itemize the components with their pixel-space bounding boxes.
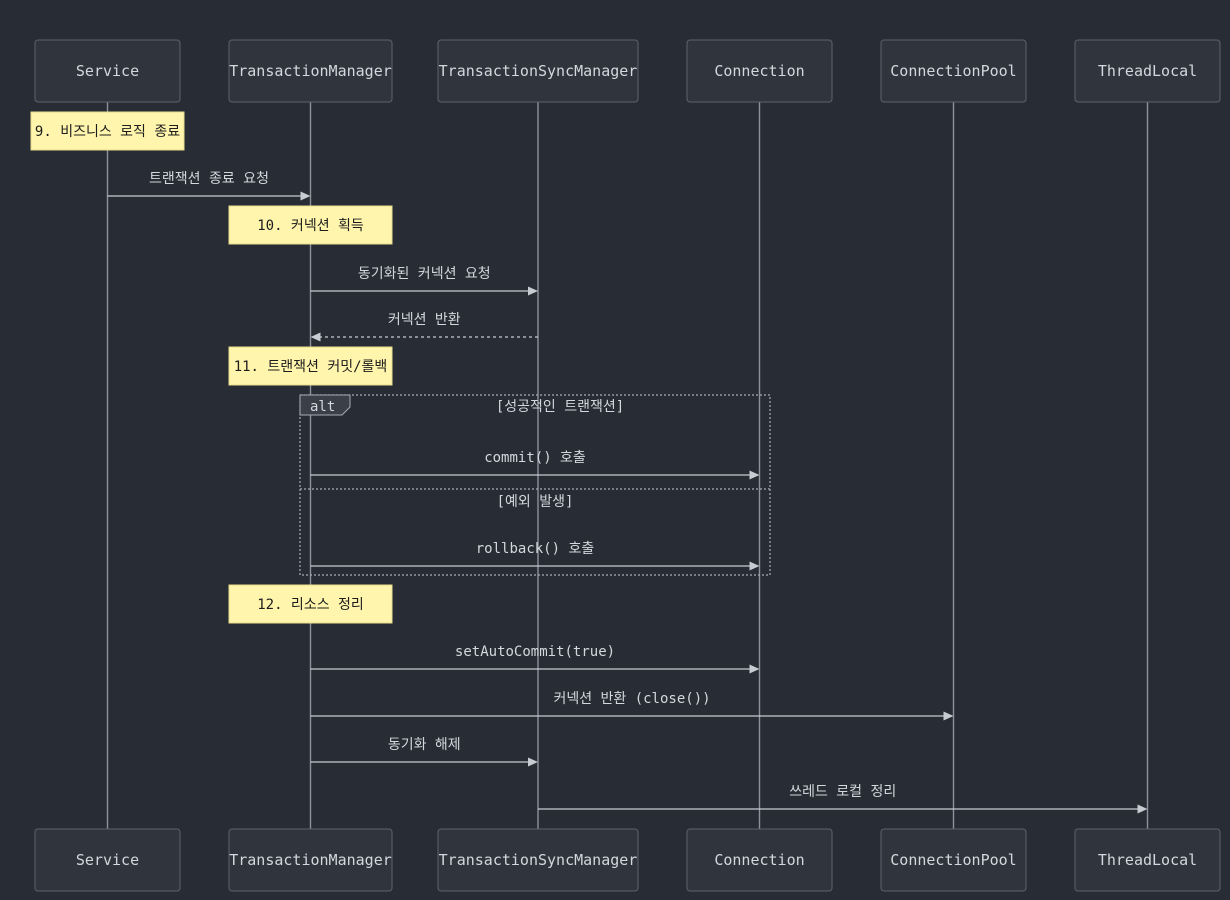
participant-box — [880, 828, 1027, 892]
participant-label: TransactionManager — [229, 62, 392, 80]
message-label: 커넥션 반환 (close()) — [553, 691, 710, 707]
participant-pool-top: ConnectionPool — [880, 39, 1027, 103]
participant-service-top: Service — [34, 39, 181, 103]
note-label: 12. 리소스 정리 — [257, 597, 364, 613]
arrowhead — [528, 286, 538, 296]
participant-label: TransactionManager — [229, 851, 392, 869]
alt-frame-tag — [299, 394, 351, 416]
message-label: 동기화된 커넥션 요청 — [358, 266, 491, 282]
participant-pool-bottom: ConnectionPool — [880, 828, 1027, 892]
message-9: 쓰레드 로컬 정리 — [538, 784, 1148, 814]
message-label: 트랜잭션 종료 요청 — [149, 171, 269, 187]
participant-label: ConnectionPool — [890, 851, 1016, 869]
participant-txmgr-bottom: TransactionManager — [228, 828, 393, 892]
message-label: rollback() 호출 — [476, 541, 595, 557]
alt-frame-tag-label: alt — [310, 399, 335, 415]
participant-box — [34, 828, 181, 892]
participant-box — [228, 828, 393, 892]
participant-box — [1074, 39, 1221, 103]
participant-label: Service — [76, 851, 139, 869]
participant-conn-bottom: Connection — [686, 828, 833, 892]
arrowhead — [1137, 804, 1148, 814]
arrowhead — [310, 332, 321, 342]
participant-label: Connection — [714, 851, 804, 869]
participant-box — [437, 39, 639, 103]
alt-frame-border — [299, 394, 771, 576]
participant-label: ThreadLocal — [1098, 62, 1197, 80]
participant-tl-top: ThreadLocal — [1074, 39, 1221, 103]
message-2: 동기화된 커넥션 요청 — [310, 266, 538, 296]
participant-label: ThreadLocal — [1098, 851, 1197, 869]
participant-txmgr-top: TransactionManager — [228, 39, 393, 103]
note-3: 11. 트랜잭션 커밋/롤백 — [228, 346, 393, 386]
participant-box — [34, 39, 181, 103]
participant-box — [686, 39, 833, 103]
arrowhead — [943, 711, 954, 721]
message-label: 커넥션 반환 — [388, 312, 461, 328]
note-label: 9. 비즈니스 로직 종료 — [35, 124, 180, 140]
participant-tl-bottom: ThreadLocal — [1074, 828, 1221, 892]
note-label: 10. 커넥션 획득 — [257, 218, 364, 234]
message-4: commit() 호출 — [310, 450, 760, 480]
participant-box — [228, 39, 393, 103]
participant-service-bottom: Service — [34, 828, 181, 892]
note-box — [228, 346, 393, 386]
alt-condition-success: [성공적인 트랜잭션] — [496, 399, 624, 415]
note-box — [228, 584, 393, 624]
message-5: rollback() 호출 — [310, 541, 760, 571]
arrowhead — [749, 470, 760, 480]
alt-condition-exception: [예외 발생] — [497, 494, 574, 510]
participant-label: Service — [76, 62, 139, 80]
participant-conn-top: Connection — [686, 39, 833, 103]
note-4: 12. 리소스 정리 — [228, 584, 393, 624]
participant-txsync-top: TransactionSyncManager — [437, 39, 639, 103]
arrowhead — [528, 757, 538, 767]
message-6: setAutoCommit(true) — [310, 644, 760, 674]
arrowhead — [300, 191, 311, 201]
alt-frame: alt [성공적인 트랜잭션] [예외 발생] — [299, 394, 771, 576]
participant-label: TransactionSyncManager — [439, 851, 638, 869]
message-1: 트랜잭션 종료 요청 — [107, 171, 311, 201]
note-label: 11. 트랜잭션 커밋/롤백 — [234, 359, 388, 375]
participant-box — [686, 828, 833, 892]
message-label: 동기화 해제 — [388, 737, 461, 753]
participant-label: TransactionSyncManager — [439, 62, 638, 80]
participant-box — [437, 828, 639, 892]
arrowhead — [749, 664, 760, 674]
note-box — [228, 205, 393, 245]
message-3: 커넥션 반환 — [310, 312, 538, 342]
participant-box — [1074, 828, 1221, 892]
participant-box — [880, 39, 1027, 103]
participant-label: Connection — [714, 62, 804, 80]
arrowhead — [749, 561, 760, 571]
message-7: 커넥션 반환 (close()) — [310, 691, 954, 721]
message-label: commit() 호출 — [484, 450, 586, 466]
note-box — [30, 111, 185, 151]
message-label: 쓰레드 로컬 정리 — [789, 784, 896, 800]
participant-txsync-bottom: TransactionSyncManager — [437, 828, 639, 892]
note-2: 10. 커넥션 획득 — [228, 205, 393, 245]
participant-label: ConnectionPool — [890, 62, 1016, 80]
note-1: 9. 비즈니스 로직 종료 — [30, 111, 185, 151]
message-label: setAutoCommit(true) — [455, 644, 615, 660]
message-8: 동기화 해제 — [310, 737, 538, 767]
